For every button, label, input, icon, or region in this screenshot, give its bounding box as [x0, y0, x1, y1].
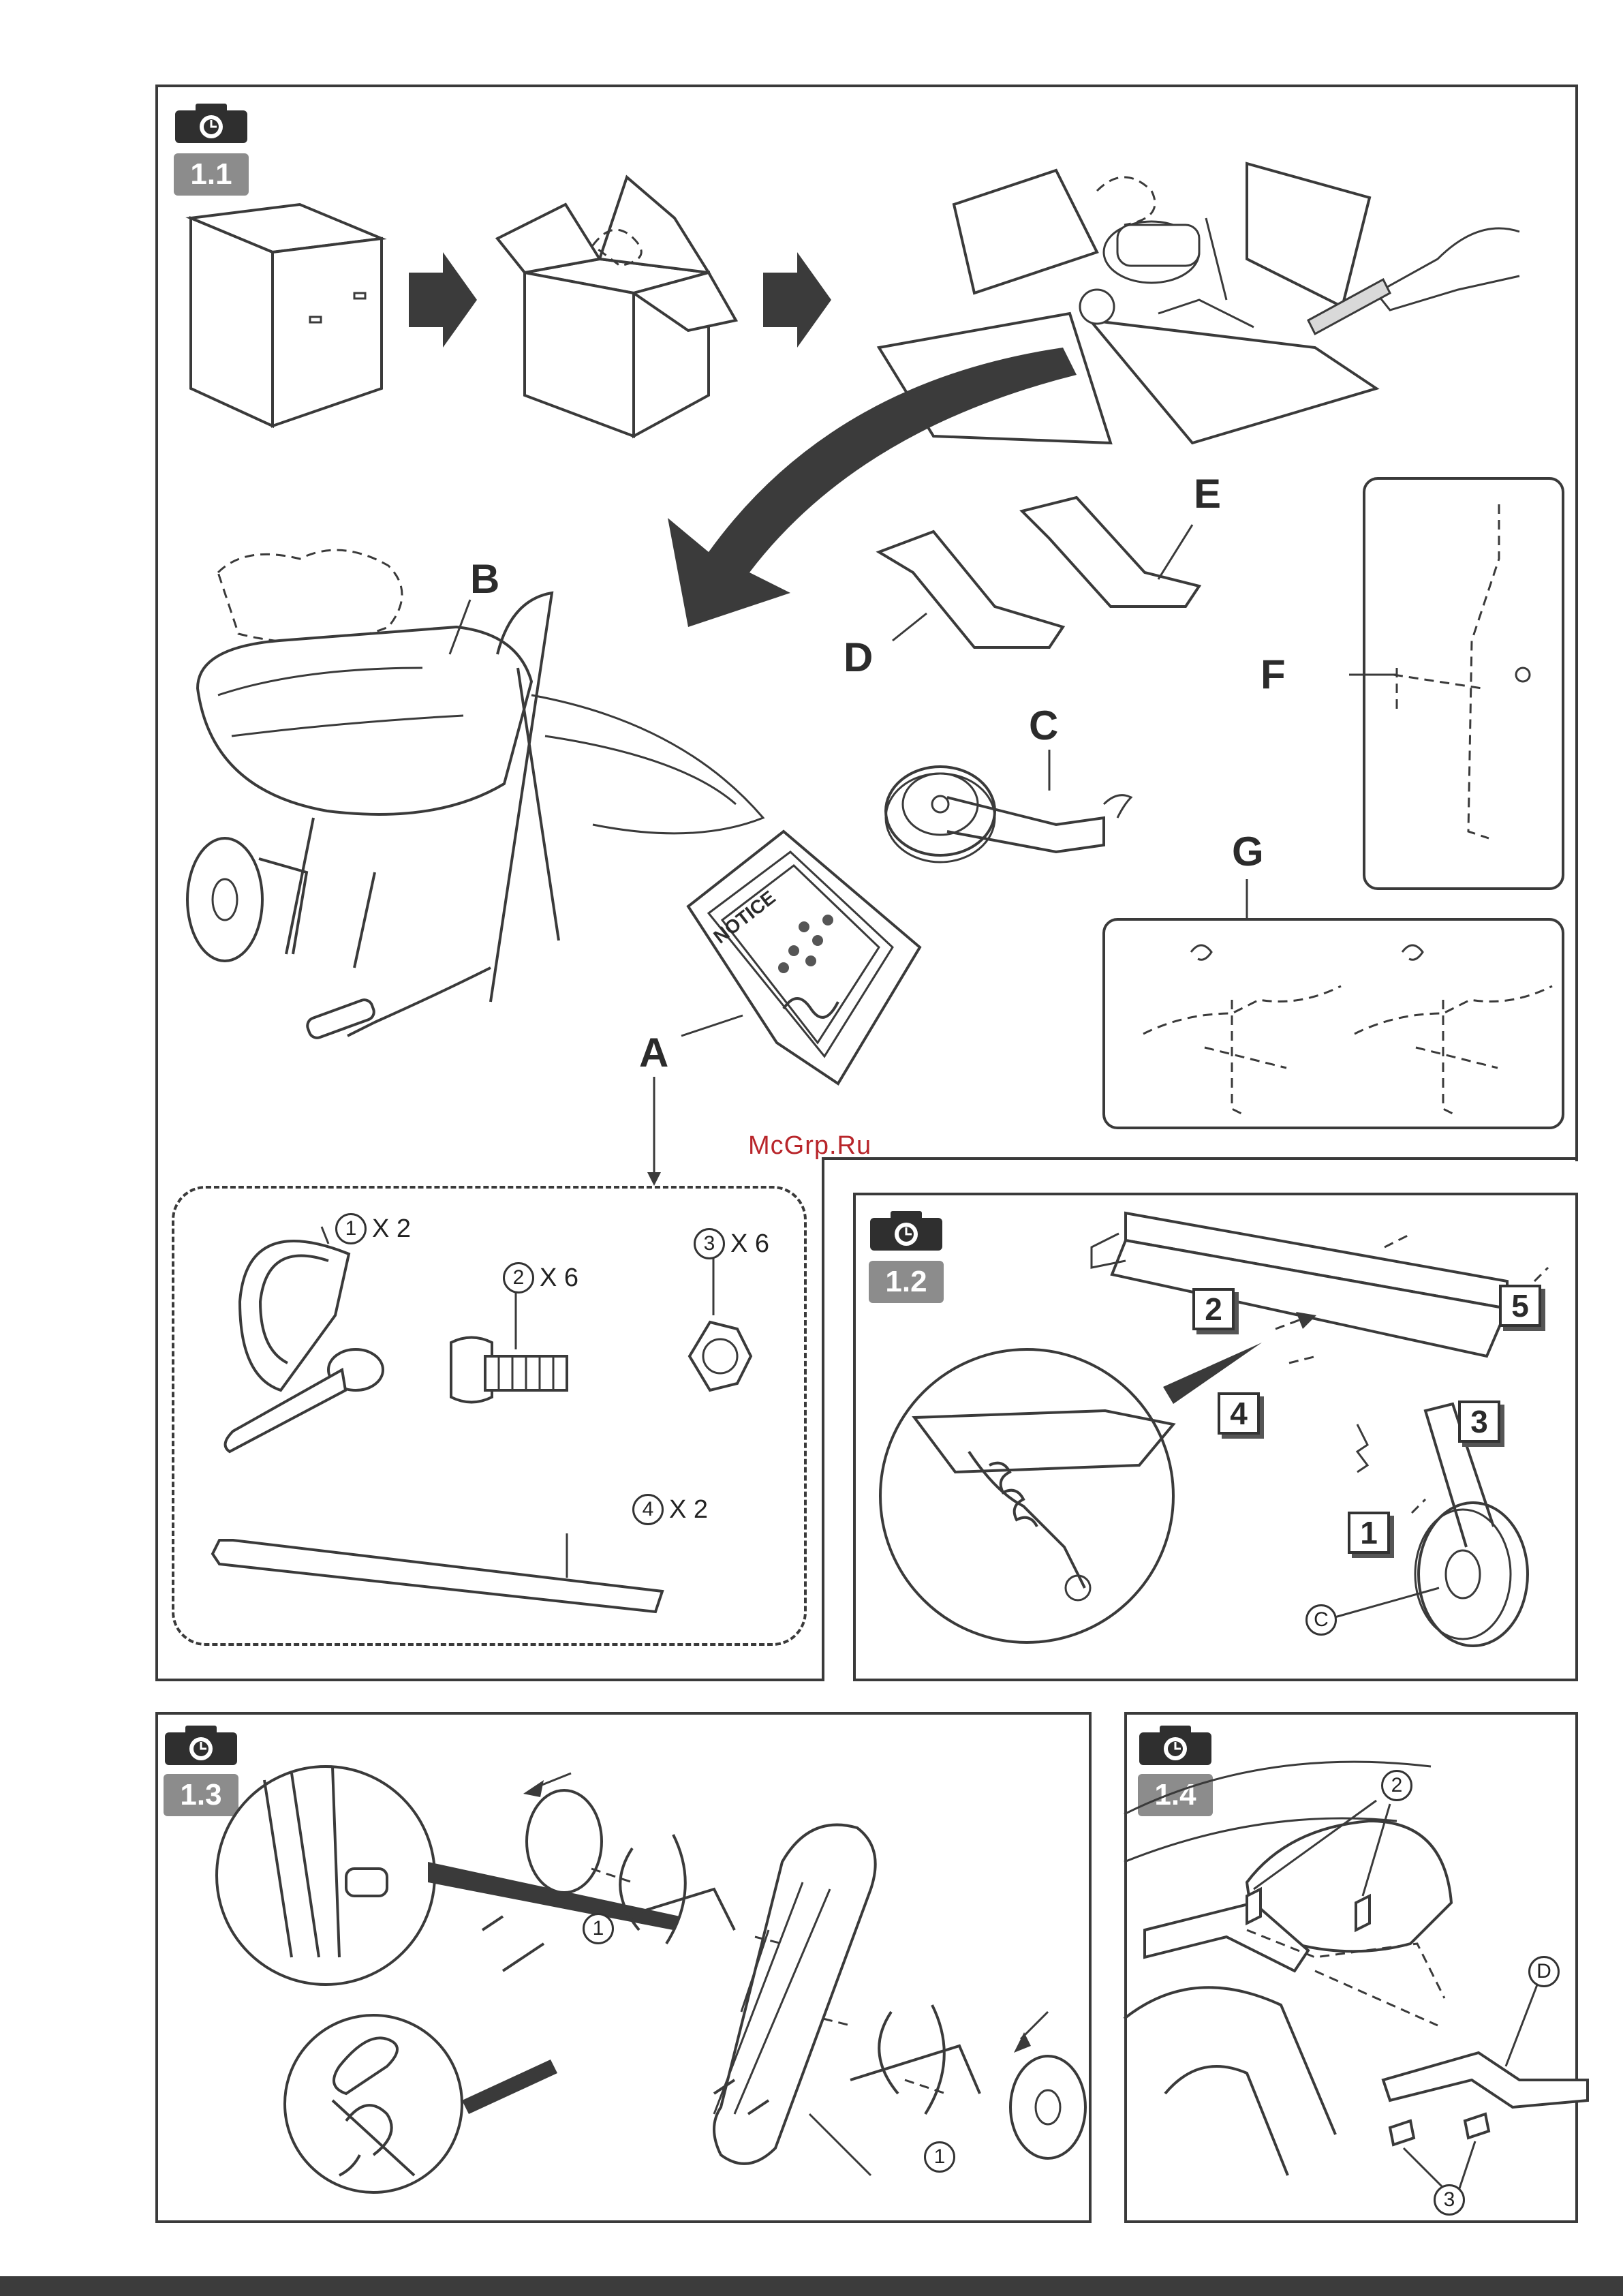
- step12-label-c: C: [1305, 1604, 1337, 1636]
- hardware-num-2: 2: [503, 1262, 534, 1294]
- watermark: McGrp.Ru: [748, 1131, 871, 1161]
- step14-bolt-label-2: 2: [1381, 1770, 1412, 1801]
- step12-num-2: 2: [1192, 1288, 1235, 1330]
- hardware-qty-2: X 6: [540, 1264, 578, 1293]
- step14-plate-label-d: D: [1528, 1956, 1560, 1987]
- part-label-c: C: [1029, 702, 1058, 749]
- step14-nut-label-3: 3: [1434, 2184, 1465, 2216]
- skid-plate-mount-illustration: [1124, 1712, 1578, 2223]
- step13-pin-label-2: 1: [924, 2141, 955, 2173]
- part-label-g: G: [1232, 828, 1264, 875]
- hardware-num-1: 1: [335, 1213, 367, 1244]
- hardware-num-4: 4: [632, 1494, 664, 1525]
- part-label-f: F: [1261, 651, 1286, 698]
- hardware-num-3: 3: [694, 1228, 725, 1259]
- step12-num-4: 4: [1218, 1392, 1260, 1435]
- step12-num-1: 1: [1348, 1512, 1390, 1554]
- hardware-qty-1: X 2: [372, 1214, 411, 1244]
- part-label-d: D: [844, 634, 873, 681]
- step13-pin-label-1: 1: [583, 1913, 614, 1944]
- part-label-e: E: [1194, 470, 1221, 517]
- hardware-qty-4: X 2: [669, 1495, 708, 1525]
- part-label-b: B: [470, 555, 499, 602]
- page-footer-bar: [0, 2276, 1623, 2296]
- step12-num-5: 5: [1499, 1285, 1541, 1327]
- step12-num-3: 3: [1458, 1400, 1500, 1443]
- hardware-qty-3: X 6: [730, 1229, 769, 1259]
- part-label-a: A: [639, 1029, 668, 1076]
